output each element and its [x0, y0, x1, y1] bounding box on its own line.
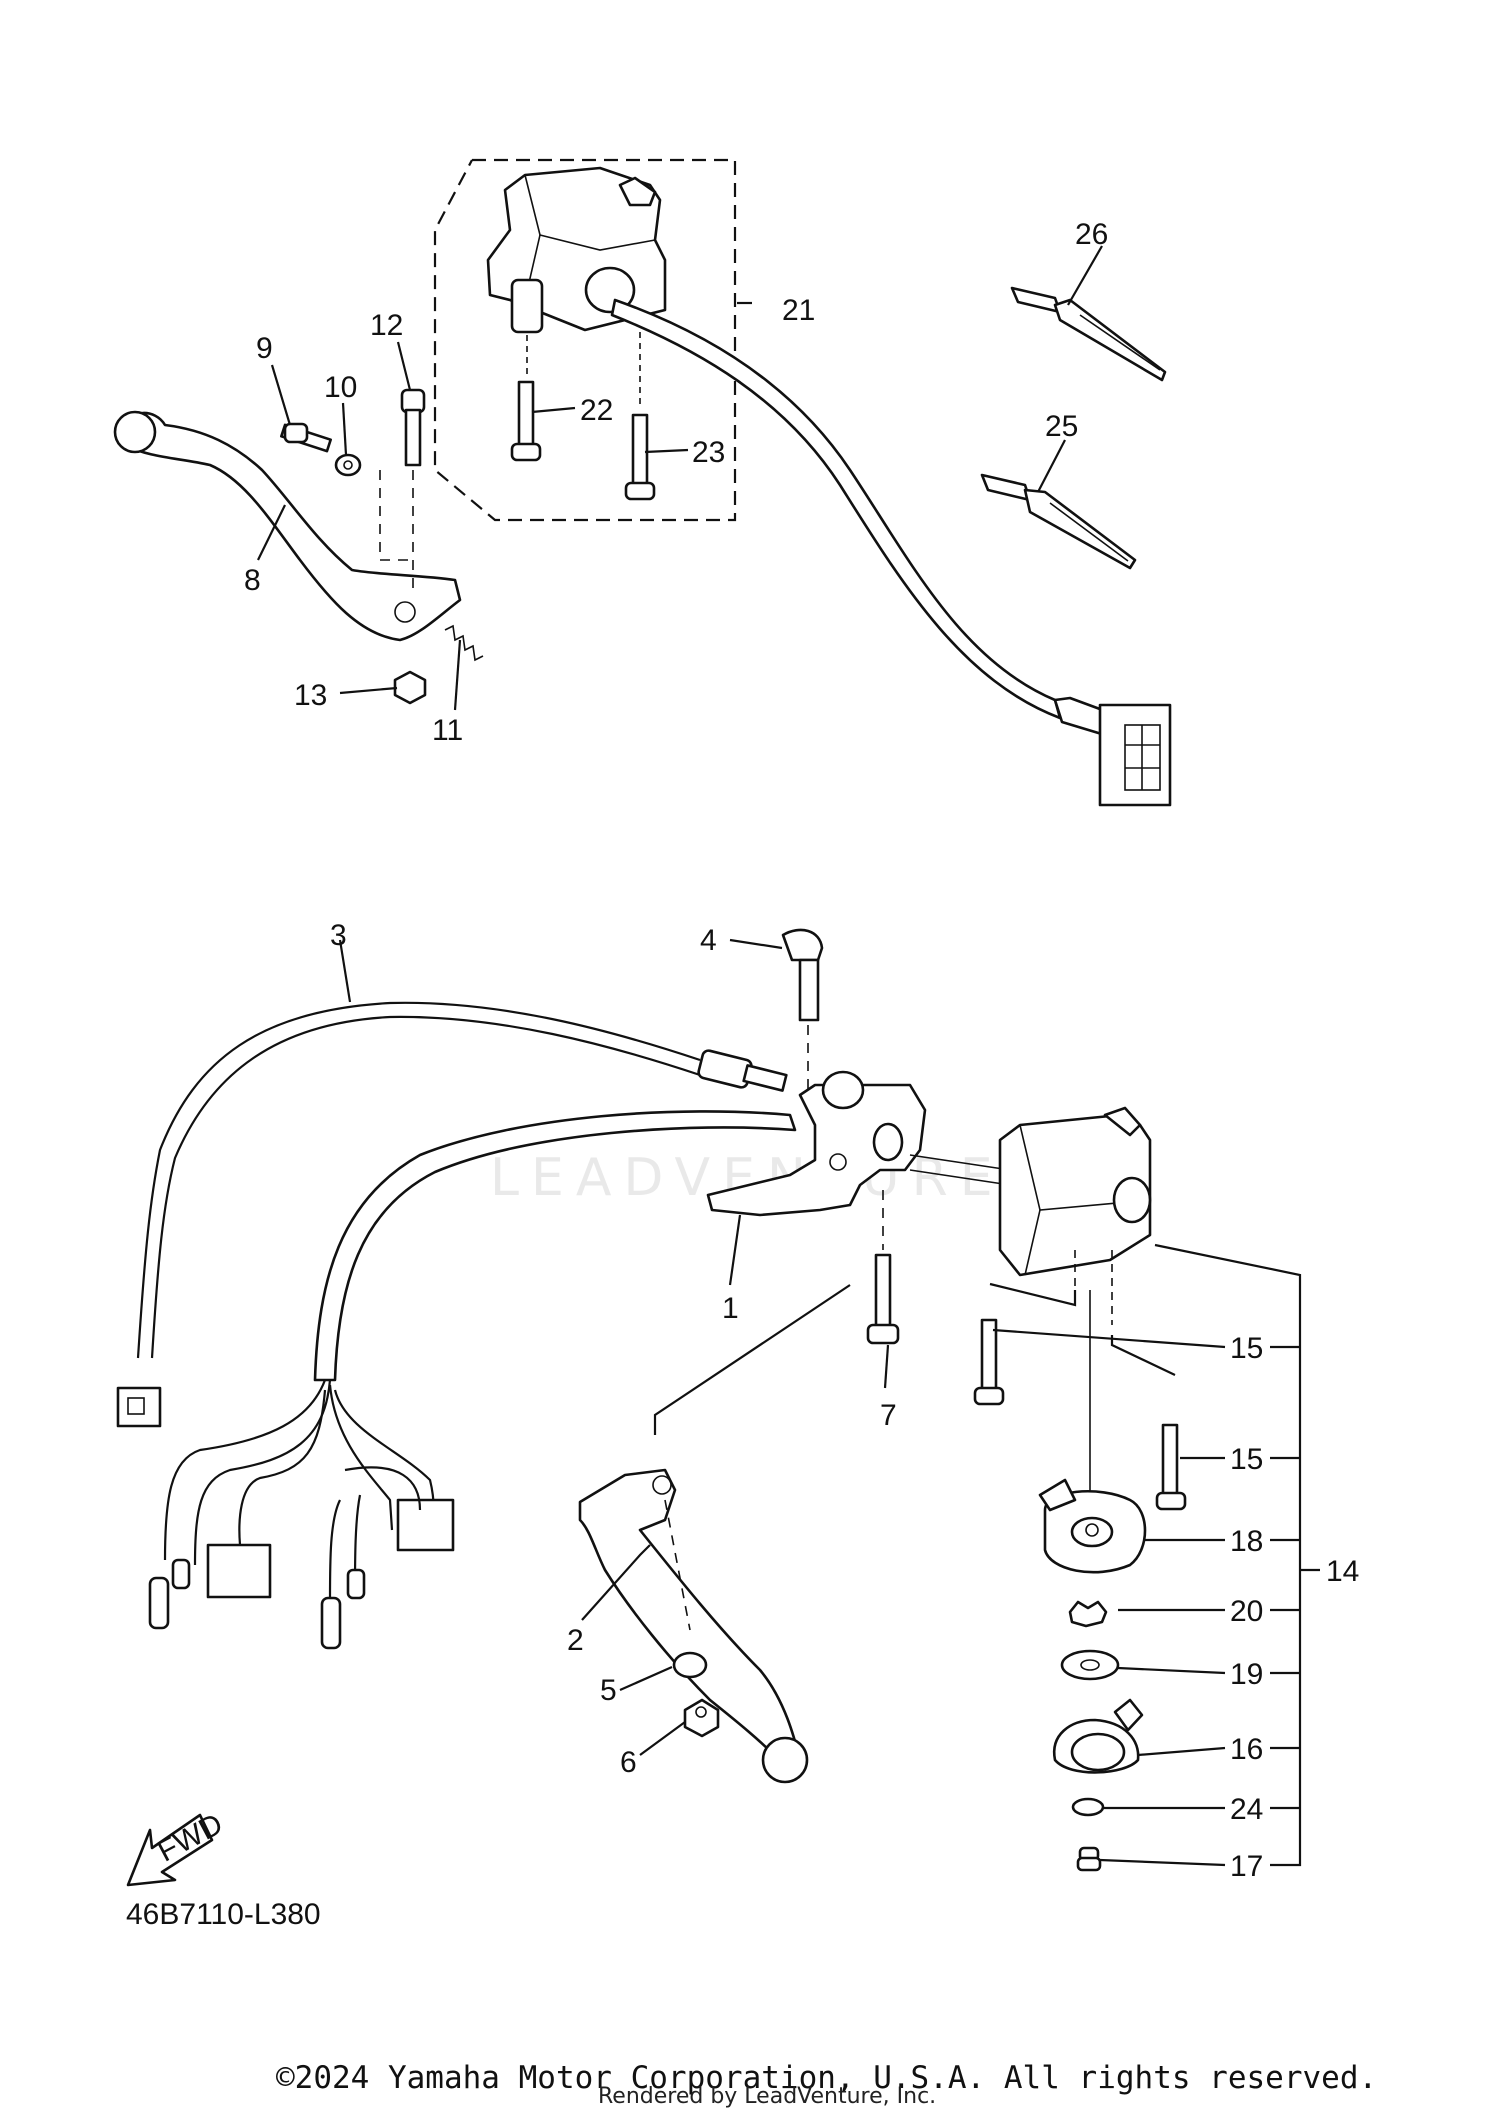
callout-15b: 15 [1230, 1443, 1263, 1476]
callout-labels: 21 22 23 26 25 9 10 12 8 11 13 3 4 1 2 5… [152, 218, 1359, 1883]
callout-19: 20 [1230, 1595, 1263, 1628]
callout-7: 7 [880, 1399, 897, 1432]
lever-assembly-8[interactable] [113, 388, 484, 705]
cable-3[interactable] [116, 1001, 788, 1428]
callout-17: 18 [1230, 1525, 1263, 1558]
callout-8: 8 [244, 564, 261, 597]
callout-5: 5 [600, 1674, 617, 1707]
fwd-label: FWD [152, 1807, 228, 1868]
screw-7[interactable] [866, 1190, 900, 1345]
callout-24: 23 [692, 436, 725, 469]
callout-9: 9 [256, 332, 273, 365]
callout-15a: 15 [1230, 1332, 1263, 1365]
bracket-1[interactable] [706, 928, 1011, 1217]
callout-20: 17 [1230, 1850, 1263, 1883]
lever-2[interactable] [578, 1468, 809, 1784]
wire-harness[interactable] [148, 1110, 797, 1650]
callout-6: 6 [620, 1746, 637, 1779]
callout-23: 22 [580, 394, 613, 427]
callout-3: 3 [330, 919, 347, 952]
callout-26: 26 [1075, 218, 1108, 251]
callout-4: 4 [700, 924, 717, 957]
callout-14: 14 [1326, 1555, 1359, 1588]
rendered-by-note: Rendered by LeadVenture, Inc. [598, 2084, 937, 2109]
callout-25: 25 [1045, 410, 1078, 443]
diagram-reference-code: 46B7110-L380 [126, 1898, 321, 1931]
leader-lines [257, 245, 1226, 1867]
callout-2: 2 [567, 1624, 584, 1657]
cable-tie-25[interactable] [980, 473, 1137, 570]
callout-11: 11 [432, 714, 463, 747]
callout-12: 12 [370, 309, 403, 342]
switch-assembly-22[interactable] [433, 158, 1172, 807]
copyright-notice: ©2024 Yamaha Motor Corporation, U.S.A. A… [276, 2060, 1378, 2096]
callout-16: 16 [1230, 1733, 1263, 1766]
callout-1: 1 [722, 1292, 739, 1325]
switch-assembly-14[interactable] [973, 1106, 1320, 1872]
callout-21: 24 [1230, 1793, 1263, 1826]
callout-13: 13 [294, 679, 327, 712]
fwd-arrow-icon [126, 1813, 214, 1887]
callout-18: 19 [1230, 1658, 1263, 1691]
callout-10: 10 [324, 371, 357, 404]
cable-tie-26[interactable] [1010, 286, 1167, 382]
callout-22: 21 [782, 294, 815, 327]
